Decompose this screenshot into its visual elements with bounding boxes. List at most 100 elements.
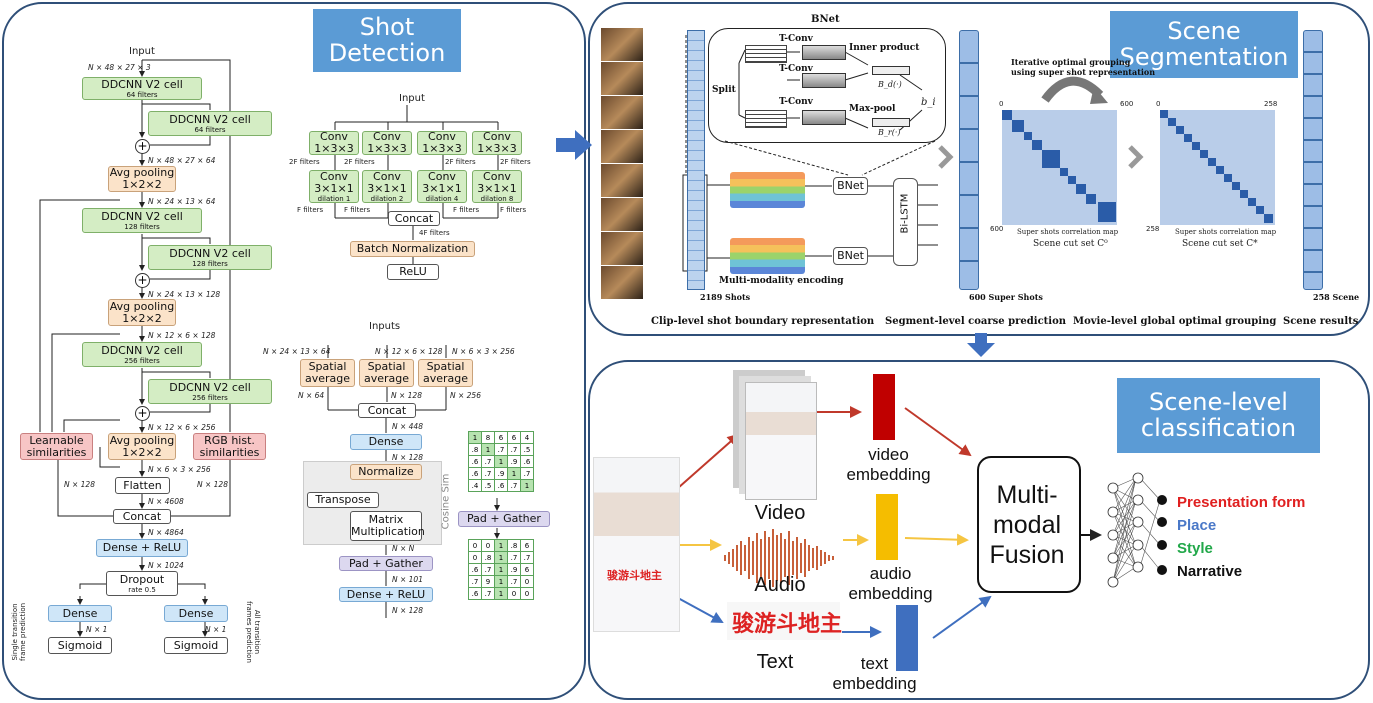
video-label: Video [754, 502, 806, 524]
tconv-block-3 [802, 110, 846, 125]
sim-in-3: N × 6 × 3 × 256 [452, 347, 515, 356]
ddcnn-concat: Concat [388, 211, 440, 226]
mme-label: Multi-modality encoding [719, 276, 844, 286]
grid1-cell: 6 [494, 431, 508, 444]
grid1-cell: 1 [507, 467, 521, 480]
grid2-cell: 0 [468, 539, 482, 552]
sim-d3: N × N [392, 544, 415, 553]
sim-d1: N × 448 [392, 422, 423, 431]
left-dim-10: N × 1024 [148, 561, 184, 570]
grid2-cell: .7 [481, 587, 495, 600]
sim-o-2: N × 128 [391, 391, 422, 400]
grid1-cell: 8 [481, 431, 495, 444]
f1-label-3: F filters [453, 206, 480, 214]
left-dim-2: N × 48 × 27 × 64 [148, 156, 216, 165]
grid1-cell: .5 [481, 479, 495, 492]
cut-star-label: Scene cut set C* [1182, 239, 1258, 249]
map2-block [1160, 110, 1168, 118]
movie-frame [601, 232, 643, 265]
map1-block [1068, 176, 1076, 184]
maxpool-label: Max-pool [849, 104, 896, 114]
grid1-cell: 1 [520, 479, 534, 492]
shot-detection-title: Shot Detection [313, 9, 461, 72]
grid2-cell: .7 [481, 563, 495, 576]
sim-d2: N × 128 [392, 453, 423, 462]
f2-label-3: 2F filters [445, 158, 476, 166]
map2-block [1256, 206, 1264, 214]
pad-gather-2: Pad + Gather [458, 511, 550, 527]
output-presentation-form: Presentation form [1177, 494, 1306, 511]
grid2-cell: 1 [494, 551, 508, 564]
movie-frame [601, 96, 643, 129]
map1-block [1060, 168, 1068, 176]
map2-block [1232, 182, 1240, 190]
tconv-label-3: T-Conv [779, 97, 813, 107]
grid2-cell: 0 [520, 575, 534, 588]
video-embedding-bar [873, 374, 895, 440]
output-style: Style [1177, 540, 1213, 557]
map2-258a: 258 [1264, 100, 1278, 108]
grid2-cell: 0 [507, 587, 521, 600]
cosine-sim-label: Cosine Sim [440, 473, 452, 530]
map2-block [1192, 142, 1200, 150]
concat-node: Concat [113, 509, 171, 524]
grid1-cell: 1 [468, 431, 482, 444]
text-image-caption: 骏游斗地主 [732, 612, 843, 637]
grid1-cell: .5 [520, 443, 534, 456]
caption-clip-level: Clip-level shot boundary representation [651, 316, 875, 327]
left-dim-1: N × 48 × 27 × 3 [88, 63, 151, 72]
sim-dense: Dense [350, 434, 422, 450]
bilstm-node: Bi-LSTM [893, 178, 918, 266]
tconv-block-1 [802, 45, 846, 60]
grid1-cell: .6 [520, 455, 534, 468]
map2-0: 0 [1156, 100, 1161, 108]
sim-d5: N × 128 [392, 606, 423, 615]
grid2-cell: .9 [507, 563, 521, 576]
map1-block [1002, 110, 1012, 120]
left-dim-7: N × 6 × 3 × 256 [148, 465, 211, 474]
grid1-cell: .7 [481, 455, 495, 468]
grid1-cell: .9 [507, 455, 521, 468]
grid2-cell: .8 [481, 551, 495, 564]
grid1-cell: .9 [494, 467, 508, 480]
map2-block [1200, 150, 1208, 158]
normalize-node: Normalize [350, 464, 422, 480]
relu-node: ReLU [387, 264, 439, 280]
text-image [727, 602, 840, 640]
cut0-label: Scene cut set C⁰ [1033, 239, 1108, 249]
movie-frame [601, 62, 643, 95]
grid2-cell: .6 [468, 563, 482, 576]
br-bar [872, 118, 910, 127]
movie-frame [601, 164, 643, 197]
left-dim-n128b: N × 128 [197, 480, 228, 489]
text-label: Text [756, 651, 794, 673]
grid1-cell: .6 [494, 479, 508, 492]
residual-add-2: + [135, 273, 150, 288]
grid1-cell: .7 [507, 479, 521, 492]
scene-count: 258 Scene [1313, 292, 1360, 302]
bnet-node-1: BNet [833, 177, 868, 195]
movie-frame [601, 130, 643, 163]
scene-result-bar [1303, 30, 1323, 290]
f1-label-2: F filters [344, 206, 371, 214]
transpose-node: Transpose [307, 492, 379, 508]
output-narrative: Narrative [1177, 563, 1243, 580]
map1-block [1024, 132, 1032, 140]
bi-label: b_i [921, 97, 936, 108]
left-dim-n1a: N × 1 [86, 625, 108, 634]
text-embedding-bar [896, 605, 918, 671]
left-input-label: Input [129, 46, 155, 57]
split-label: Split [712, 85, 736, 95]
map2-block [1248, 198, 1256, 206]
feature-stack-2 [730, 238, 805, 274]
sim-d4: N × 101 [392, 575, 423, 584]
scene-classification-title: Scene-level classification [1117, 378, 1320, 453]
grid2-cell: 1 [494, 587, 508, 600]
